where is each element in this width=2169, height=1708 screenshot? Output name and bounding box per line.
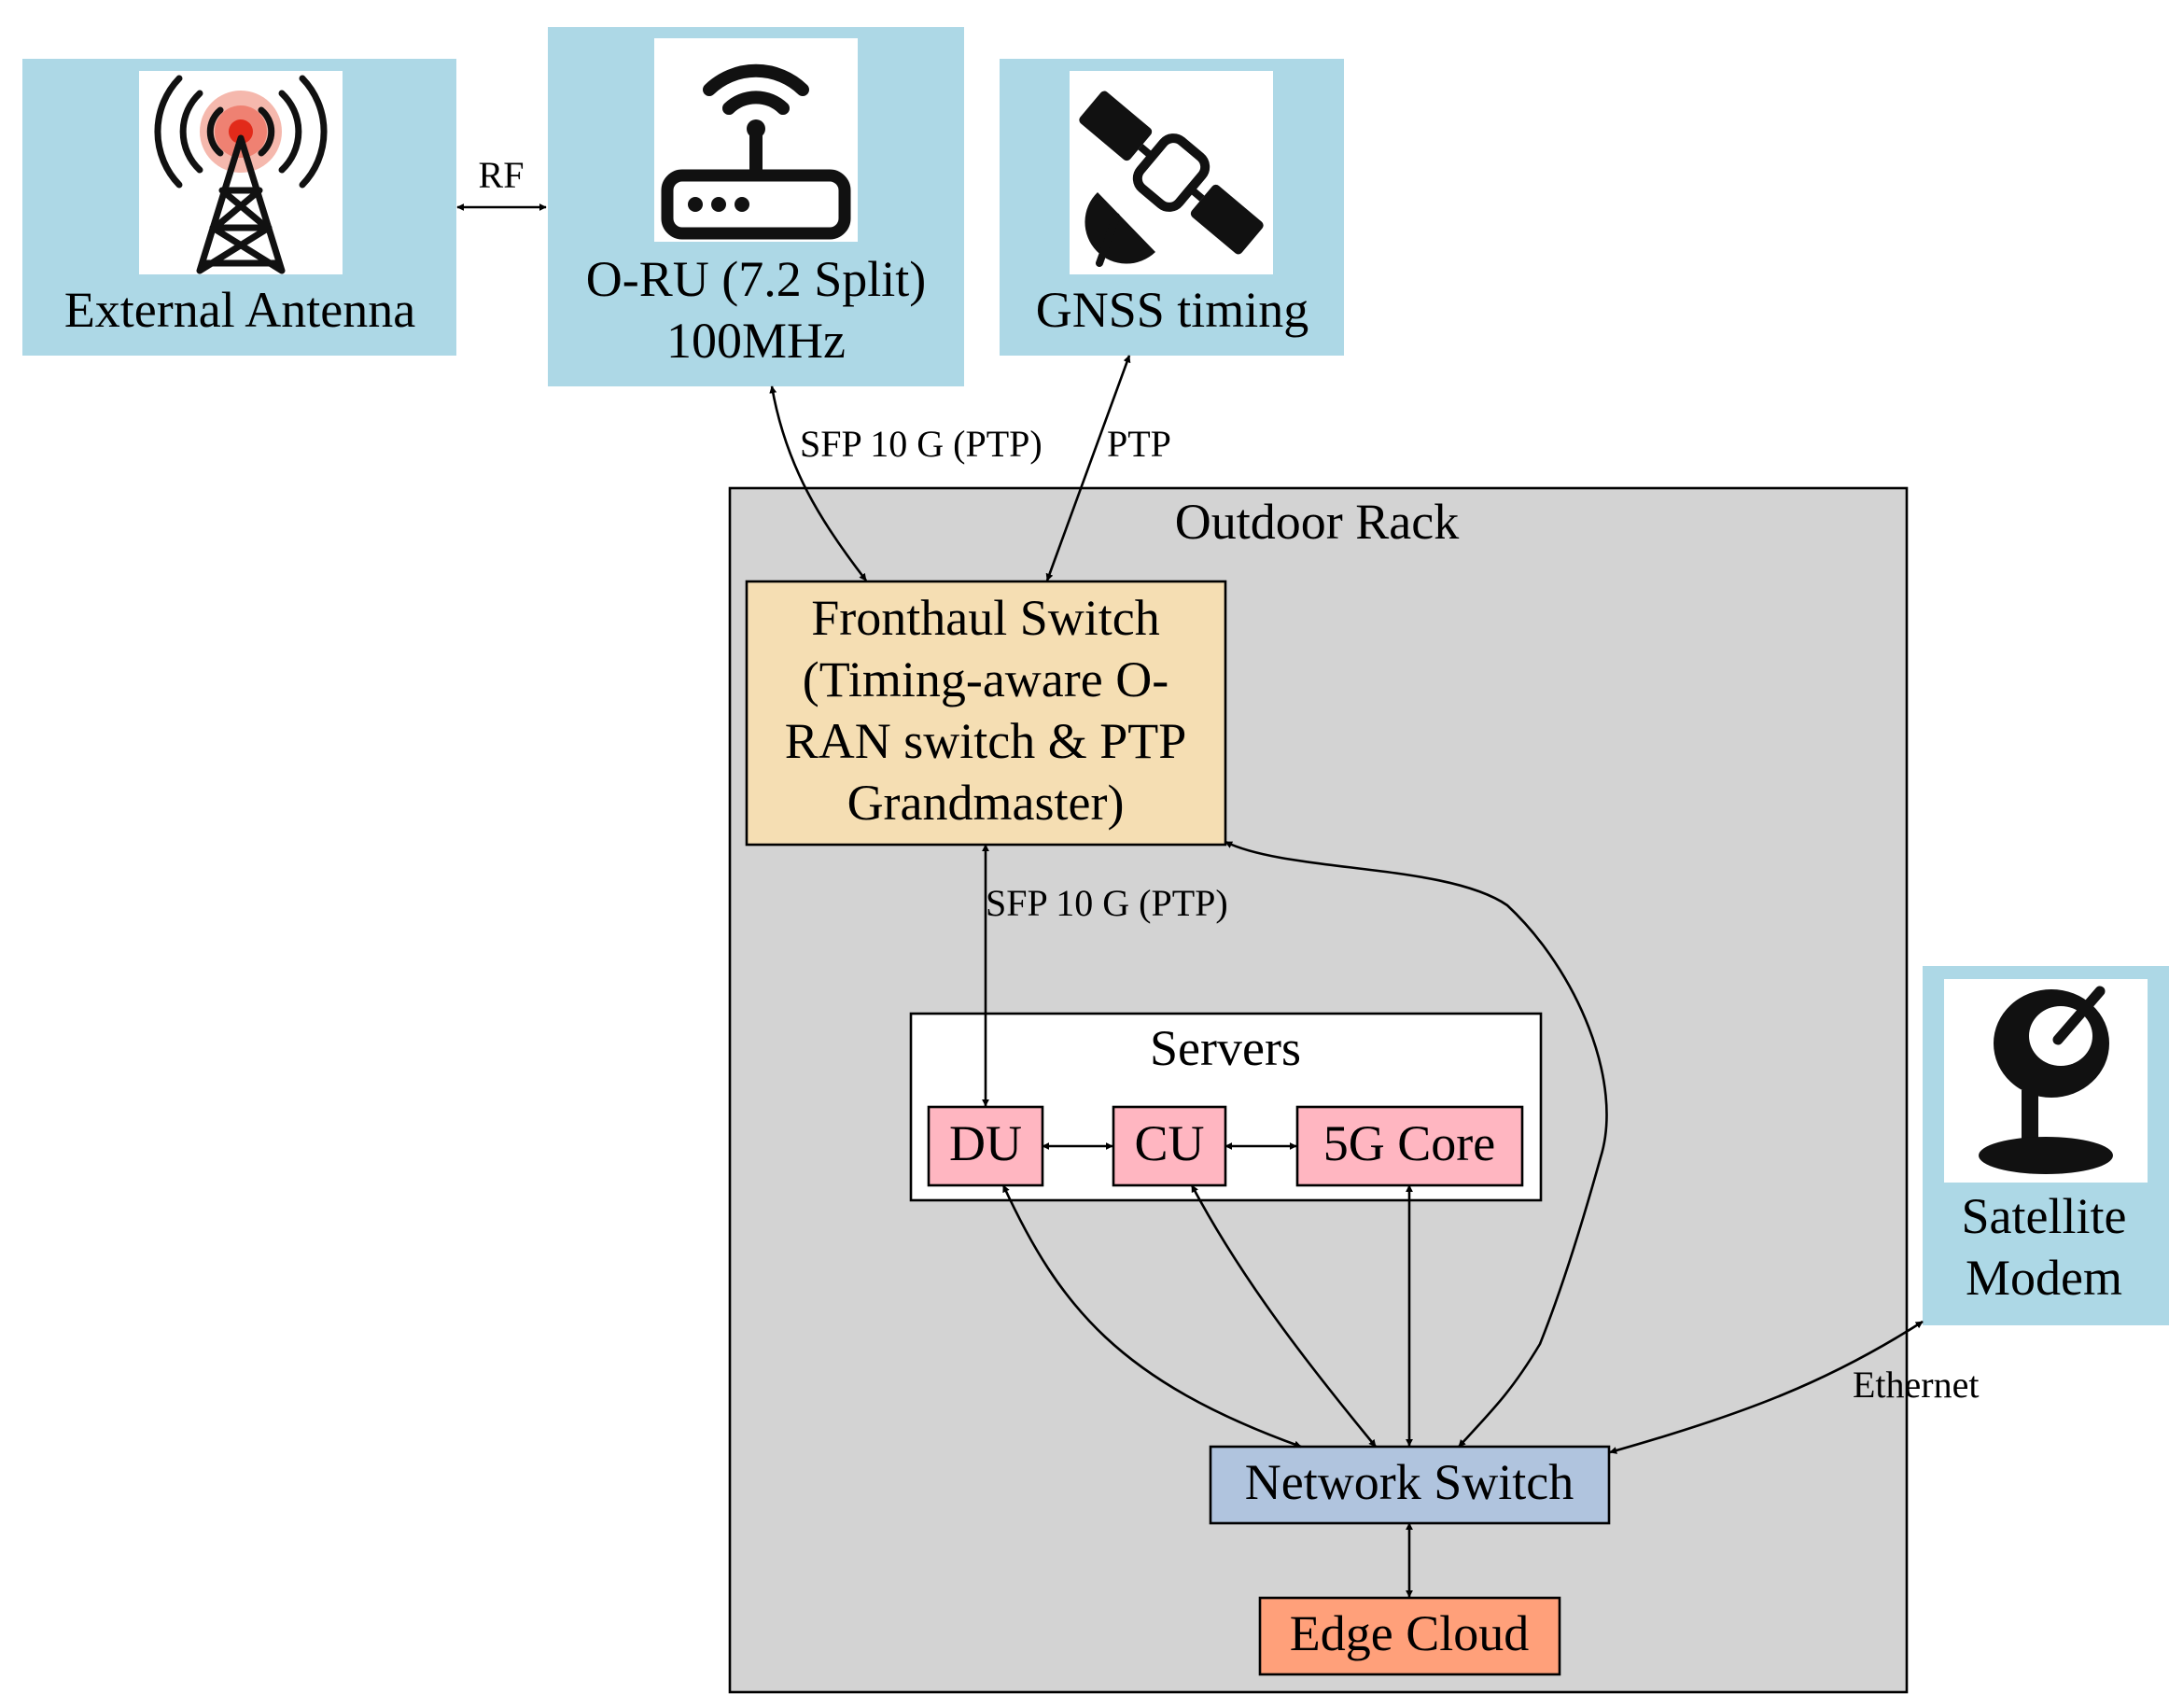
wifi-router-icon — [654, 38, 858, 242]
gnss-label: GNSS timing — [1036, 282, 1309, 338]
oru-node: O-RU (7.2 Split) 100MHz — [548, 27, 964, 386]
edge-label-ethernet: Ethernet — [1853, 1364, 1980, 1406]
edge-cloud-node: Edge Cloud — [1258, 1596, 1561, 1676]
external-antenna-node: External Antenna — [22, 59, 456, 356]
oru-label-line1: O-RU (7.2 Split) — [586, 251, 927, 307]
edge-cloud-box — [1258, 1596, 1561, 1676]
edge-label-fronthaul-du: SFP 10 G (PTP) — [986, 882, 1228, 924]
servers-label: Servers — [1150, 1020, 1301, 1076]
edge-network-switch-satellite-modem — [1609, 1320, 1924, 1454]
satellite-icon — [1070, 71, 1273, 274]
external-antenna-label: External Antenna — [64, 282, 415, 338]
satellite-dish-icon — [1944, 979, 2148, 1183]
edge-cloud-label: Edge Cloud — [1290, 1605, 1529, 1661]
network-switch-node: Network Switch — [1209, 1445, 1611, 1525]
5g-core-label: 5G Core — [1323, 1115, 1495, 1171]
cu-label: CU — [1134, 1115, 1204, 1171]
edges — [456, 203, 1924, 1598]
edge-label-rf: RF — [479, 154, 525, 196]
du-label: DU — [949, 1115, 1022, 1171]
edge-gnss-fronthaul — [1045, 355, 1131, 581]
network-switch-label: Network Switch — [1245, 1454, 1574, 1510]
satellite-modem-label-line2: Modem — [1966, 1250, 2122, 1306]
fronthaul-switch-line1: Fronthaul Switch — [811, 590, 1160, 646]
fronthaul-switch-box — [745, 580, 1227, 847]
du-box — [927, 1105, 1044, 1187]
network-switch-box — [1209, 1445, 1611, 1525]
edge-oru-fronthaul — [769, 385, 868, 581]
fronthaul-switch-line3: RAN switch & PTP — [785, 713, 1187, 769]
satellite-modem-label-line1: Satellite — [1962, 1188, 2127, 1244]
fronthaul-switch-line4: Grandmaster) — [847, 775, 1125, 831]
satellite-modem-node: Satellite Modem — [1923, 966, 2169, 1325]
outdoor-rack-label: Outdoor Rack — [1175, 494, 1459, 550]
fronthaul-switch-line2: (Timing-aware O- — [803, 651, 1168, 707]
oru-label-line2: 100MHz — [666, 313, 846, 369]
edge-label-oru-fronthaul: SFP 10 G (PTP) — [800, 423, 1043, 465]
gnss-node: GNSS timing — [1000, 59, 1344, 356]
radio-tower-icon — [139, 71, 343, 274]
edge-label-gnss-ptp: PTP — [1107, 423, 1171, 465]
servers-group: Servers DU CU 5G Core — [909, 1012, 1543, 1202]
fronthaul-switch-node: Fronthaul Switch (Timing-aware O- RAN sw… — [745, 580, 1227, 847]
edge-fronthaul-network-switch — [1224, 840, 1608, 1448]
